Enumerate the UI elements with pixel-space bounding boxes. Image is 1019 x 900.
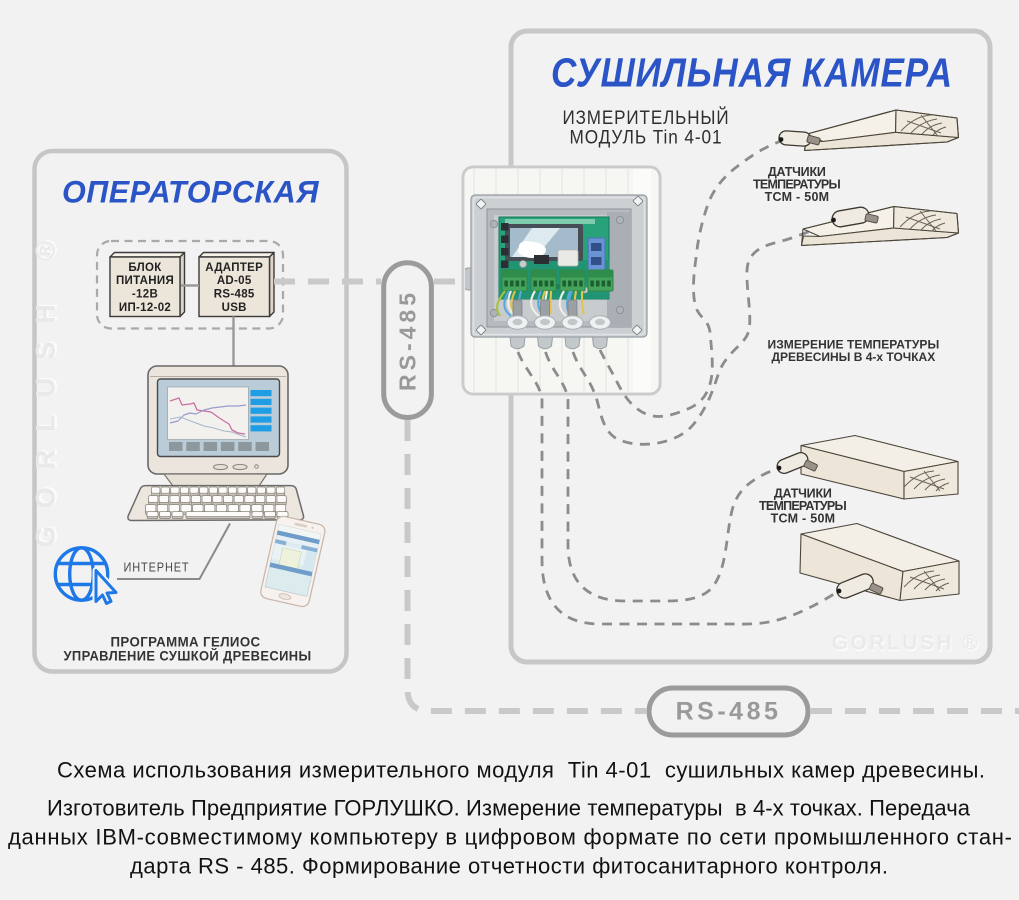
svg-text:Схема использования измеритель: Схема использования измерительного модул… xyxy=(57,758,985,783)
svg-text:RS-485: RS-485 xyxy=(395,289,421,391)
svg-text:ТЕМПЕРАТУРЫ: ТЕМПЕРАТУРЫ xyxy=(759,499,847,513)
svg-text:GORLUSH ®: GORLUSH ® xyxy=(33,222,63,546)
svg-text:ИЗМЕРИТЕЛЬНЫЙ: ИЗМЕРИТЕЛЬНЫЙ xyxy=(563,107,730,129)
svg-text:ТЕМПЕРАТУРЫ: ТЕМПЕРАТУРЫ xyxy=(753,178,841,192)
svg-text:данных IBM-совместимому компью: данных IBM-совместимому компьютеру в циф… xyxy=(8,825,1012,850)
svg-text:ДРЕВЕСИНЫ В 4-х ТОЧКАХ: ДРЕВЕСИНЫ В 4-х ТОЧКАХ xyxy=(772,350,936,364)
svg-text:дарта RS - 485. Формирование о: дарта RS - 485. Формирование отчетности … xyxy=(130,854,888,879)
svg-text:МОДУЛЬ Tin 4-01: МОДУЛЬ Tin 4-01 xyxy=(570,128,723,149)
svg-text:RS-485: RS-485 xyxy=(676,698,782,726)
svg-text:ИНТЕРНЕТ: ИНТЕРНЕТ xyxy=(124,561,190,575)
svg-text:GORLUSH ®: GORLUSH ® xyxy=(31,223,61,547)
svg-text:ОПЕРАТОРСКАЯ: ОПЕРАТОРСКАЯ xyxy=(62,174,320,210)
svg-text:ИП-12-02: ИП-12-02 xyxy=(119,302,171,314)
svg-text:Изготовитель Предприятие ГОРЛУ: Изготовитель Предприятие ГОРЛУШКО. Измер… xyxy=(47,796,971,821)
svg-text:БЛОК: БЛОК xyxy=(128,262,162,274)
svg-text:УПРАВЛЕНИЕ СУШКОЙ ДРЕВЕСИНЫ: УПРАВЛЕНИЕ СУШКОЙ ДРЕВЕСИНЫ xyxy=(64,649,312,664)
svg-text:RS-485: RS-485 xyxy=(214,289,255,301)
svg-text:GORLUSH ®: GORLUSH ® xyxy=(833,634,982,657)
svg-text:AD-05: AD-05 xyxy=(217,275,252,287)
svg-text:ПИТАНИЯ: ПИТАНИЯ xyxy=(116,275,174,287)
svg-text:ПРОГРАММА ГЕЛИОС: ПРОГРАММА ГЕЛИОС xyxy=(111,635,261,650)
svg-text:АДАПТЕР: АДАПТЕР xyxy=(205,262,263,274)
svg-text:GORLUSH ®: GORLUSH ® xyxy=(832,632,981,655)
svg-text:ТСМ - 50М: ТСМ - 50М xyxy=(771,512,836,526)
svg-text:ИЗМЕРЕНИЕ ТЕМПЕРАТУРЫ: ИЗМЕРЕНИЕ ТЕМПЕРАТУРЫ xyxy=(768,338,940,352)
svg-text:USB: USB xyxy=(222,302,247,314)
svg-text:СУШИЛЬНАЯ КАМЕРА: СУШИЛЬНАЯ КАМЕРА xyxy=(551,50,953,96)
svg-text:ТСМ - 50М: ТСМ - 50М xyxy=(765,190,830,204)
svg-text:ДАТЧИКИ: ДАТЧИКИ xyxy=(774,487,832,501)
svg-text:ДАТЧИКИ: ДАТЧИКИ xyxy=(768,165,826,179)
svg-text:-12В: -12В xyxy=(132,289,158,301)
